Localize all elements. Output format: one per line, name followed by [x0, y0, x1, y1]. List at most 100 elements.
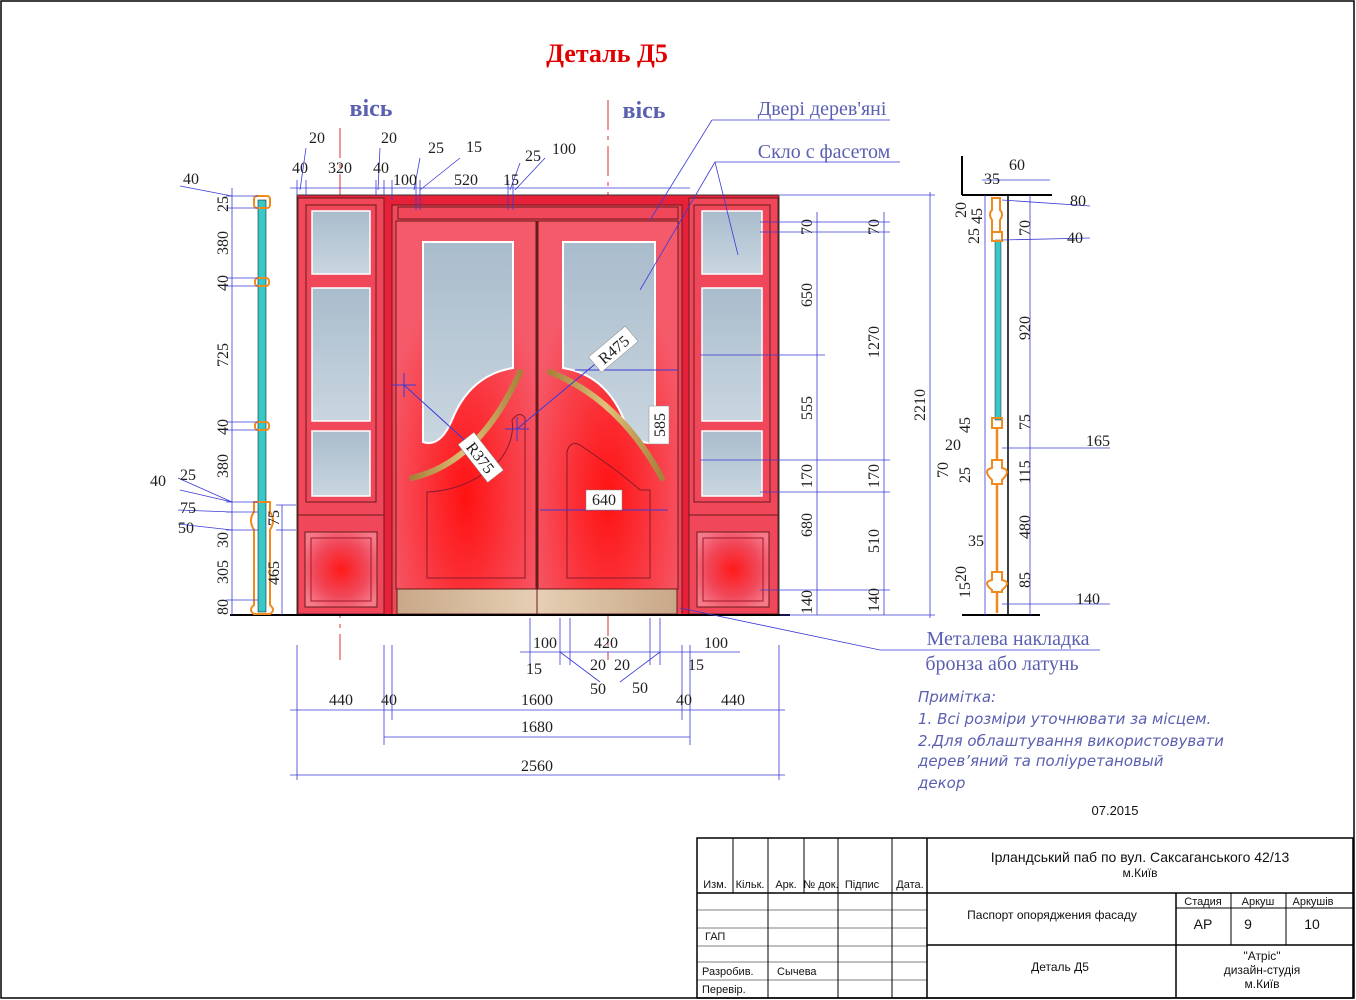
dim-left-75b: 75 [266, 510, 283, 526]
dim-left-25b: 25 [180, 467, 196, 484]
dim-right-510: 510 [866, 529, 883, 553]
dim-left-80: 80 [215, 599, 232, 615]
dim-left-75: 75 [180, 500, 196, 517]
dim-right-680: 680 [799, 513, 816, 537]
callout-leaders [639, 119, 1100, 651]
dim-top-15a: 15 [466, 139, 482, 156]
tb-header-ark: Арк. [775, 879, 796, 891]
tb-stage-header: Стадия [1184, 896, 1222, 908]
dim-side-40: 40 [1067, 230, 1083, 247]
callout-plate-line1: Металева накладка [927, 628, 1090, 650]
right-glass-top [701, 210, 763, 275]
dim-side-35: 35 [984, 171, 1000, 188]
tb-header-data: Дата. [896, 879, 923, 891]
dim-top-20b: 20 [381, 130, 397, 147]
tb-sheet-header: Аркуш [1242, 896, 1275, 908]
dim-side-15: 15 [957, 582, 974, 598]
dim-bottom-440b: 440 [721, 692, 745, 709]
dim-top-40b: 40 [373, 160, 389, 177]
notes-line3: дерев’яний та поліуретановый [917, 752, 1164, 770]
side-section-profile [961, 156, 1052, 616]
facade-elevation [296, 194, 780, 616]
tb-project: Ірландський паб по вул. Саксаганського 4… [991, 849, 1290, 865]
dim-right-70a: 70 [799, 219, 816, 235]
tb-rozrobyv: Разробив. [702, 966, 754, 978]
left-bottom-panel [304, 531, 378, 608]
dim-right-170b: 170 [866, 464, 883, 488]
dim-640-label: 640 [585, 489, 623, 511]
right-glass-middle [701, 287, 763, 422]
dim-side-25a: 25 [966, 228, 983, 244]
dim-bottom-15b: 15 [688, 657, 704, 674]
dim-bottom-20b: 20 [614, 657, 630, 674]
dim-side-85: 85 [1017, 572, 1034, 588]
dim-left-50: 50 [178, 520, 194, 537]
dim-side-70b: 70 [935, 462, 952, 478]
notes-line4: декор [917, 774, 965, 792]
dim-left-380b: 380 [215, 454, 232, 478]
callout-doors: Двері дерев'яні [758, 98, 887, 120]
dim-bottom-50b: 50 [632, 680, 648, 697]
dim-side-20b: 20 [945, 437, 961, 454]
dim-bottom-15a: 15 [526, 661, 542, 678]
dim-left-25: 25 [215, 196, 232, 212]
tb-stage: АР [1194, 916, 1213, 932]
tb-studio-type: дизайн-студія [1224, 963, 1301, 977]
tb-author: Сычева [777, 966, 817, 978]
dim-right-555: 555 [799, 396, 816, 420]
dim-left-305: 305 [215, 560, 232, 584]
dim-top-40a: 40 [292, 160, 308, 177]
left-bottom-panel-inner [310, 537, 372, 602]
tb-perevir: Перевір. [702, 984, 746, 996]
tb-city: м.Київ [1123, 866, 1158, 880]
svg-text:585: 585 [652, 413, 669, 437]
dim-left-40b: 40 [215, 419, 232, 435]
dim-right-650: 650 [799, 283, 816, 307]
tb-sheet: 9 [1244, 916, 1252, 932]
dim-bottom-2560: 2560 [521, 758, 553, 775]
dim-585-label: 585 [648, 405, 670, 445]
axis-label-left: вісь [350, 96, 393, 122]
svg-text:640: 640 [592, 492, 616, 509]
dim-bottom-1680: 1680 [521, 719, 553, 736]
dim-top-15b: 15 [503, 172, 519, 189]
left-section-profile [250, 195, 274, 615]
dim-side-140: 140 [1076, 591, 1100, 608]
dim-right-2210: 2210 [912, 389, 929, 421]
dim-bottom-1600: 1600 [521, 692, 553, 709]
left-glass-top [311, 210, 371, 275]
dim-side-45a: 45 [969, 208, 986, 224]
tb-header-izm: Изм. [703, 879, 727, 891]
dim-left-30: 30 [215, 532, 232, 548]
drawing-title: Деталь Д5 [546, 39, 668, 68]
dim-side-480: 480 [1017, 515, 1034, 539]
tb-header-ndok: № док. [803, 879, 838, 891]
left-section-dimension-lines [177, 185, 296, 615]
tb-gap: ГАП [705, 931, 725, 943]
dim-bottom-420: 420 [594, 635, 618, 652]
notes-line2: 2.Для облаштування використовувати [918, 732, 1224, 750]
dim-left-380a: 380 [215, 231, 232, 255]
dim-top-320: 320 [328, 160, 352, 177]
door-header [397, 206, 679, 220]
right-bottom-panel [696, 531, 770, 608]
dim-right-170a: 170 [799, 464, 816, 488]
dim-bottom-100a: 100 [533, 635, 557, 652]
dim-right-140a: 140 [799, 590, 816, 614]
side-section-dimension-lines [982, 179, 1110, 615]
tb-studio-city: м.Київ [1245, 977, 1280, 991]
dim-side-20c: 20 [953, 566, 970, 582]
tb-sheets-header: Аркушів [1292, 896, 1333, 908]
dim-bottom-20a: 20 [590, 657, 606, 674]
left-door-panel [426, 414, 526, 579]
dim-right-1270: 1270 [866, 326, 883, 358]
dim-bottom-100b: 100 [704, 635, 728, 652]
dim-right-70b: 70 [866, 219, 883, 235]
tb-header-kilk: Кільк. [736, 879, 765, 891]
drawing-date: 07.2015 [1092, 803, 1139, 818]
dim-bottom-50a: 50 [590, 681, 606, 698]
dim-side-35b: 35 [968, 533, 984, 550]
dim-side-115: 115 [1017, 460, 1034, 483]
dim-left-725: 725 [215, 343, 232, 367]
